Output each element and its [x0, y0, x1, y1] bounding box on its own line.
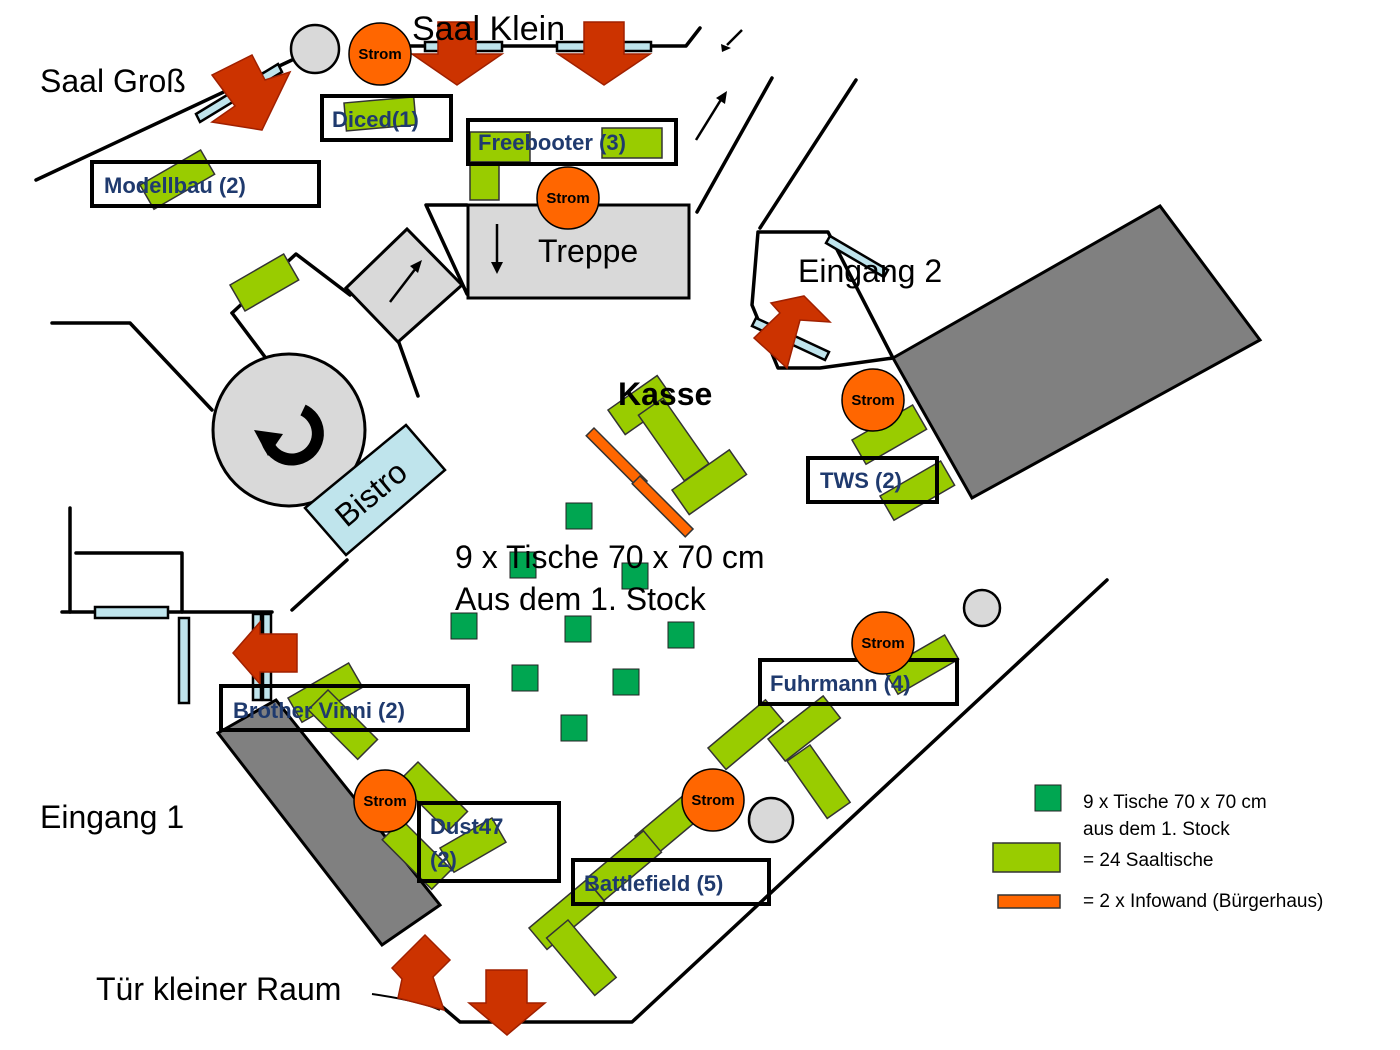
strom-label: Strom	[691, 792, 734, 809]
group-box-modellbau	[90, 160, 321, 208]
legend-swatch-infowand	[997, 894, 1061, 909]
label-saal-klein: Saal Klein	[412, 10, 565, 48]
strom-points: Strom Strom Strom Strom Strom Strom	[348, 22, 915, 833]
pillar-bottom	[747, 796, 795, 844]
saaltisch	[397, 760, 469, 833]
dark-block-right	[890, 204, 1263, 501]
saaltisch	[307, 688, 379, 761]
strom-circle	[681, 768, 745, 832]
group-box-tws	[806, 456, 939, 504]
label-eingang-2: Eingang 2	[798, 253, 942, 289]
group-box-battlefield	[571, 858, 771, 906]
label-kasse: Kasse	[618, 376, 712, 412]
legend-item1-line2: aus dem 1. Stock	[1083, 819, 1230, 840]
saaltische	[138, 96, 960, 997]
saaltisch	[438, 816, 507, 874]
legend-swatch-tisch-70	[1034, 784, 1062, 812]
pillar-right	[962, 588, 1002, 628]
group-box-diced	[320, 94, 453, 142]
saaltisch	[786, 743, 852, 820]
group-label-fuhrmann: Fuhrmann (4)	[770, 671, 911, 696]
pillar-top	[289, 23, 341, 75]
group-label-diced: Diced(1)	[332, 107, 419, 132]
tisch-70	[621, 562, 649, 590]
strom-label: Strom	[861, 635, 904, 652]
saaltisch	[766, 694, 842, 763]
dark-block-left	[215, 698, 443, 948]
group-box-dust47	[417, 801, 561, 883]
group-label-modellbau: Modellbau (2)	[104, 173, 246, 198]
strom-circle	[348, 22, 412, 86]
legend-item2: = 24 Saaltische	[1083, 850, 1213, 871]
strom-circle	[851, 611, 915, 675]
group-box-brother-vinni	[219, 684, 470, 732]
tische-70	[450, 502, 695, 742]
legend-item1-line1: 9 x Tische 70 x 70 cm	[1083, 792, 1267, 813]
saaltisch	[469, 131, 531, 163]
infowand	[631, 474, 695, 538]
center-note-line1: 9 x Tische 70 x 70 cm	[455, 539, 764, 575]
label-treppe: Treppe	[538, 233, 638, 269]
strom-circle	[536, 166, 600, 230]
saaltisch	[601, 127, 663, 159]
saaltisch	[706, 698, 785, 771]
center-note-line2: Aus dem 1. Stock	[455, 581, 707, 617]
strom-label: Strom	[358, 46, 401, 63]
group-label-dust47-count: (2)	[430, 847, 457, 872]
tisch-70	[560, 714, 588, 742]
strom-label: Strom	[546, 190, 589, 207]
strom-label: Strom	[851, 392, 894, 409]
group-label-dust47: Dust47	[430, 814, 503, 839]
group-label-freebooter: Freebooter (3)	[478, 130, 626, 155]
tisch-70	[511, 664, 539, 692]
group-label-brother-vinni: Brother Vinni (2)	[233, 698, 405, 723]
group-label-battlefield: Battlefield (5)	[584, 871, 723, 896]
legend-swatch-saaltisch	[992, 842, 1061, 873]
strom-circle	[841, 368, 905, 432]
legend: 9 x Tische 70 x 70 cm aus dem 1. Stock =…	[992, 784, 1323, 912]
tisch-70	[565, 502, 593, 530]
label-tuer-kleiner-raum: Tür kleiner Raum	[96, 971, 341, 1007]
saaltisch	[545, 918, 618, 997]
legend-item3: = 2 x Infowand (Bürgerhaus)	[1083, 891, 1323, 912]
strom-circle	[353, 769, 417, 833]
tisch-70	[509, 551, 537, 579]
tisch-70	[450, 612, 478, 640]
saaltisch	[882, 633, 960, 696]
saaltisch	[527, 878, 606, 951]
saaltisch	[469, 161, 500, 201]
tisch-70	[612, 668, 640, 696]
saaltisch	[343, 96, 417, 132]
strom-label: Strom	[363, 793, 406, 810]
group-box-freebooter	[466, 118, 678, 166]
group-label-tws: TWS (2)	[820, 468, 902, 493]
entrance-arrows	[210, 21, 832, 1036]
saaltisch	[670, 448, 748, 516]
revolving-door	[211, 352, 367, 508]
label-eingang-1: Eingang 1	[40, 799, 184, 835]
tisch-70	[564, 615, 592, 643]
tisch-70	[667, 621, 695, 649]
label-saal-gross: Saal Groß	[40, 63, 186, 99]
saaltisch	[228, 252, 300, 313]
group-boxes: Diced(1) Freebooter (3) Modellbau (2) TW…	[90, 94, 959, 906]
